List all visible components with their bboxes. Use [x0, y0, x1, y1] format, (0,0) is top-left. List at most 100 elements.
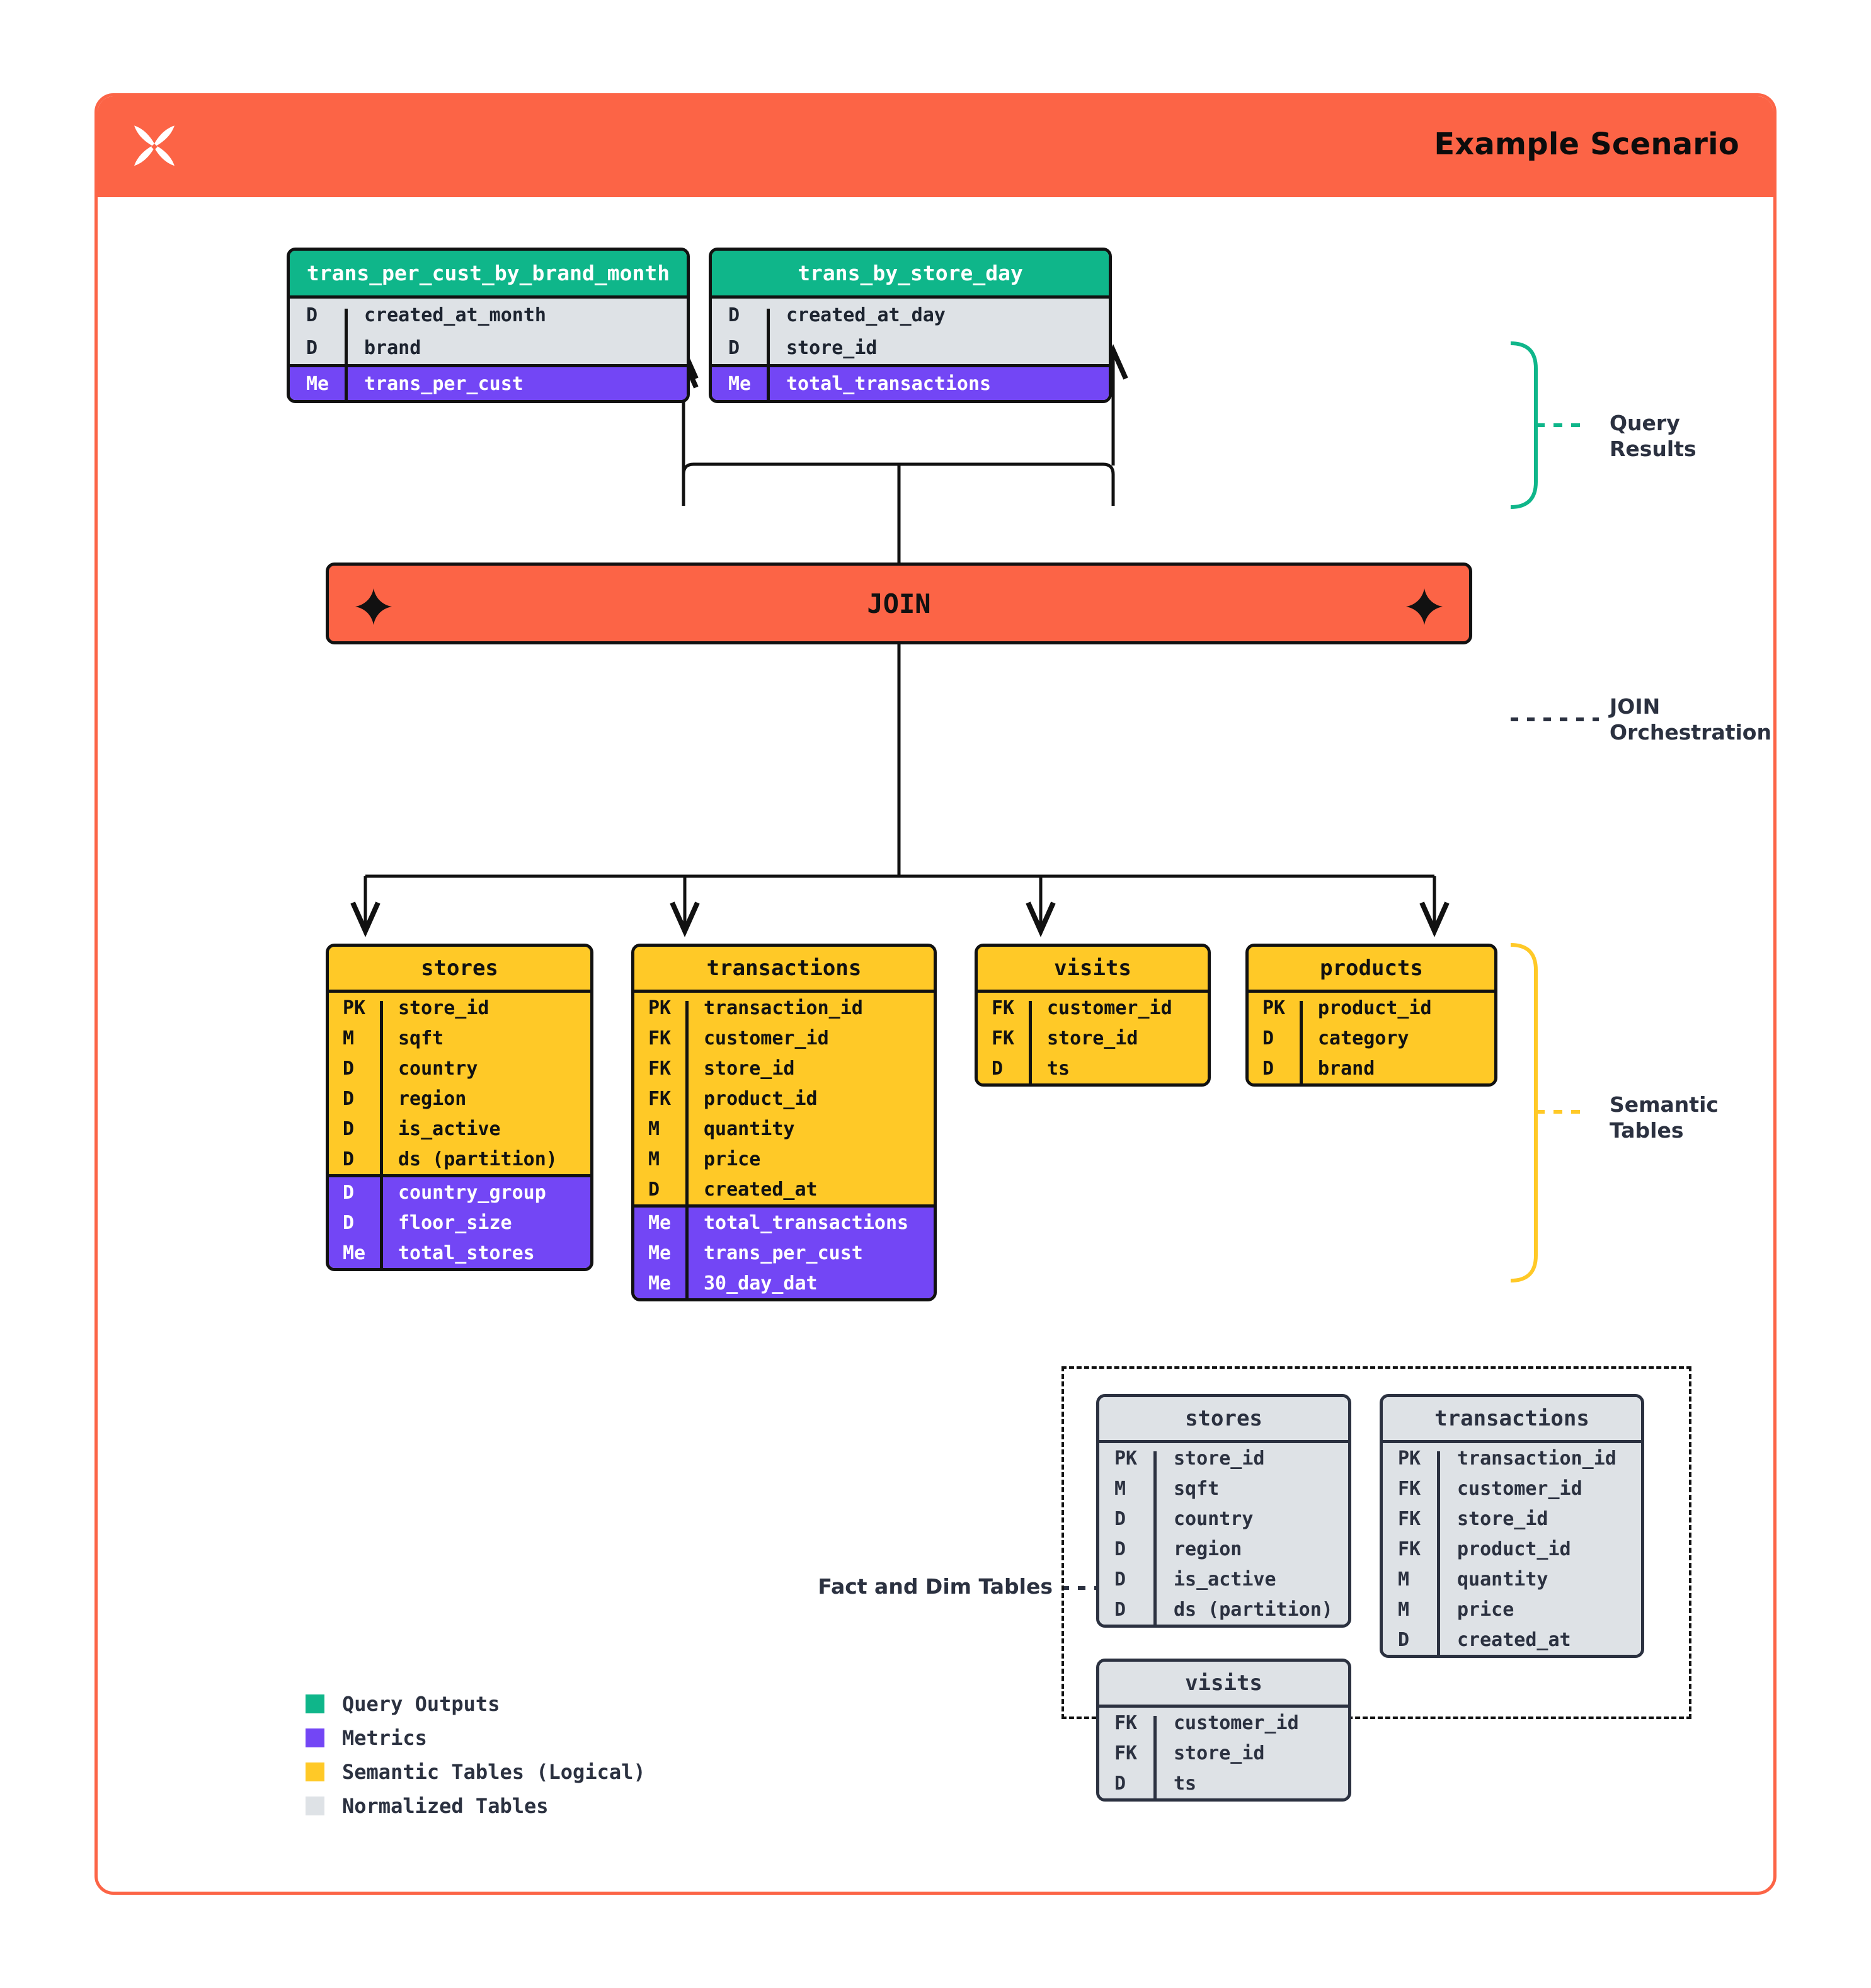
query-result-table-trans-per-cust-by-brand-month[interactable]: trans_per_cust_by_brand_month D created_… — [287, 248, 690, 403]
row-key: D — [1114, 1772, 1126, 1795]
row-value: transaction_id — [704, 997, 863, 1019]
row-key: D — [1398, 1628, 1410, 1651]
legend-label: Normalized Tables — [342, 1794, 549, 1818]
row-value: category — [1318, 1027, 1409, 1049]
column-divider — [685, 1001, 689, 1298]
table-row: D brand — [290, 331, 687, 364]
row-key: FK — [992, 1027, 1015, 1049]
row-key: D — [343, 1057, 355, 1080]
column-divider — [1437, 1451, 1440, 1655]
row-key: M — [1398, 1568, 1410, 1591]
table-row: Me total_transactions — [712, 367, 1109, 400]
column-divider — [767, 309, 770, 400]
annotation-line-2: Orchestration — [1610, 720, 1771, 745]
row-value: sqft — [398, 1027, 444, 1049]
row-key: PK — [1262, 997, 1286, 1019]
legend-item: Metrics — [306, 1721, 646, 1755]
row-value: region — [398, 1087, 467, 1110]
row-key: D — [1262, 1057, 1274, 1080]
row-key: D — [1114, 1568, 1126, 1591]
row-value: store_id — [398, 997, 489, 1019]
row-key: Me — [648, 1211, 672, 1234]
row-value: ts — [1174, 1772, 1197, 1795]
annotation-line-1: Semantic — [1610, 1092, 1719, 1117]
row-value: customer_id — [1457, 1477, 1582, 1500]
row-key: FK — [1114, 1742, 1138, 1764]
row-value: 30_day_dat — [704, 1272, 818, 1294]
query-result-table-trans-by-store-day[interactable]: trans_by_store_day D created_at_day D st… — [709, 248, 1112, 403]
row-value: region — [1174, 1538, 1242, 1560]
row-value: price — [1457, 1598, 1514, 1621]
row-key: PK — [648, 997, 672, 1019]
metric-rows: Me total_transactions — [712, 364, 1109, 400]
row-key: D — [992, 1057, 1004, 1080]
table-header: visits — [1099, 1662, 1348, 1708]
row-value: customer_id — [704, 1027, 829, 1049]
column-divider — [1153, 1716, 1157, 1798]
table-row: D created_at_day — [712, 299, 1109, 331]
row-key: FK — [1398, 1507, 1421, 1530]
row-key: PK — [1398, 1447, 1421, 1470]
row-key: FK — [1398, 1538, 1421, 1560]
row-key: D — [648, 1178, 660, 1201]
table-header: stores — [1099, 1397, 1348, 1443]
row-key: FK — [992, 997, 1015, 1019]
table-header: products — [1249, 947, 1494, 993]
row-value: country — [398, 1057, 478, 1080]
row-key: Me — [728, 372, 752, 395]
row-value: store_id — [786, 336, 878, 359]
butterfly-x-logo — [134, 125, 175, 166]
column-divider — [345, 309, 348, 400]
row-value: quantity — [1457, 1568, 1548, 1591]
row-value: floor_size — [398, 1211, 512, 1234]
legend-item: Semantic Tables (Logical) — [306, 1755, 646, 1789]
row-value: ts — [1047, 1057, 1070, 1080]
table-row: PK transaction_id — [634, 993, 934, 1023]
annotation-semantic-tables: Semantic Tables — [1610, 1092, 1719, 1144]
row-key: D — [343, 1181, 355, 1204]
row-key: D — [306, 304, 318, 326]
row-value: customer_id — [1174, 1711, 1299, 1734]
join-orchestration-bar[interactable]: JOIN — [326, 563, 1472, 644]
row-key: PK — [1114, 1447, 1138, 1470]
table-row: FK store_id — [1099, 1738, 1348, 1768]
row-value: store_id — [1457, 1507, 1548, 1530]
row-value: created_at — [1457, 1628, 1571, 1651]
row-key: FK — [648, 1087, 672, 1110]
row-value: store_id — [1174, 1742, 1265, 1764]
row-key: PK — [343, 997, 366, 1019]
row-key: D — [728, 304, 740, 326]
row-key: D — [1114, 1507, 1126, 1530]
diagram-card: Example Scenario — [94, 93, 1777, 1895]
annotation-join-orchestration: JOIN Orchestration — [1610, 694, 1771, 746]
row-value: store_id — [704, 1057, 795, 1080]
table-row: PK store_id — [329, 993, 590, 1023]
row-value: sqft — [1174, 1477, 1220, 1500]
table-header: stores — [329, 947, 590, 993]
page-title: Example Scenario — [1434, 127, 1739, 162]
row-value: customer_id — [1047, 997, 1172, 1019]
